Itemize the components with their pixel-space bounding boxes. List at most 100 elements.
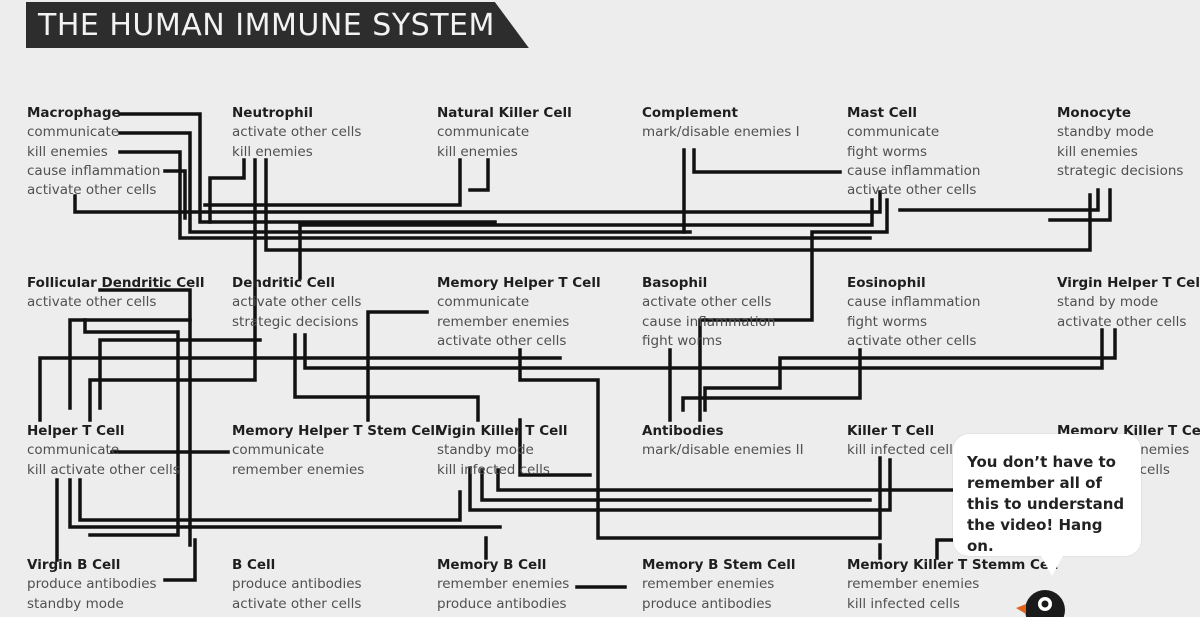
wire [68, 478, 502, 529]
speech-bubble: You don’t have to remember all of this t… [953, 434, 1141, 556]
cell-function: activate other cells [847, 182, 977, 199]
cell-function: strategic decisions [232, 313, 359, 330]
wire [163, 169, 187, 220]
wire [518, 418, 592, 477]
cell-mast: Mast Cell communicate fight worms cause … [847, 104, 980, 200]
cell-name: Vigin Killer T Cell [437, 423, 568, 439]
cell-name: Memory Helper T Cell [437, 275, 601, 291]
wire [118, 150, 872, 240]
cell-function: activate other cells [437, 332, 567, 349]
cell-function: kill enemies [1057, 143, 1138, 160]
bird-mascot-icon [1016, 590, 1065, 617]
wire [118, 112, 497, 224]
cell-natural-killer: Natural Killer Cell communicate kill ene… [437, 104, 572, 162]
cell-function: produce antibodies [27, 576, 157, 593]
cell-function: kill activate other cells [27, 461, 180, 478]
cell-macrophage: Macrophage communicate kill enemies caus… [27, 104, 160, 200]
wire [118, 131, 692, 234]
wire [163, 538, 197, 582]
cell-memory-helper-t-stem: Memory Helper T Stem Cell communicate re… [232, 422, 440, 480]
wire [703, 328, 1117, 412]
wire [898, 188, 1100, 212]
cell-function: produce antibodies [437, 595, 567, 612]
cell-function: communicate [232, 442, 325, 459]
cell-function: kill infected cells [437, 461, 550, 478]
cell-function: activate other cells [27, 182, 157, 199]
cell-name: Memory Helper T Stem Cell [232, 423, 440, 439]
wire [203, 158, 462, 207]
cell-name: Dendritic Cell [232, 275, 336, 291]
wire [1048, 188, 1112, 222]
cell-name: Helper T Cell [27, 423, 125, 439]
cell-function: communicate [437, 294, 530, 311]
cell-name: Basophil [642, 275, 708, 291]
cell-function: cause inflammation [847, 294, 981, 311]
cell-function: activate other cells [232, 595, 362, 612]
cell-virgin-b: Virgin B Cell produce antibodies standby… [27, 556, 157, 614]
cell-virgin-killer-t: Vigin Killer T Cell standby mode kill in… [437, 422, 568, 480]
cell-complement: Complement mark/disable enemies I [642, 104, 800, 143]
wire [98, 288, 192, 547]
cell-dendritic: Dendritic Cell activate other cells stra… [232, 274, 361, 332]
wire [303, 328, 1104, 370]
cell-memory-helper-t: Memory Helper T Cell communicate remembe… [437, 274, 601, 351]
cell-function: remember enemies [437, 576, 570, 593]
cell-function: produce antibodies [232, 576, 362, 593]
wire [293, 333, 480, 422]
cell-function: remember enemies [642, 576, 775, 593]
cell-function: activate other cells [232, 124, 362, 141]
wire [518, 348, 882, 540]
title-banner: THE HUMAN IMMUNE SYSTEM [26, 2, 529, 48]
bubble-line: this to understand [967, 495, 1125, 513]
cell-function: cause inflammation [642, 313, 776, 330]
speech-bubble-tail [1040, 554, 1064, 576]
cell-memory-b: Memory B Cell remember enemies produce a… [437, 556, 569, 614]
cell-name: Neutrophil [232, 105, 313, 121]
bubble-line: remember all of [967, 474, 1102, 492]
cell-name: Memory B Stem Cell [642, 557, 796, 573]
wire [468, 458, 892, 512]
wire [73, 190, 882, 214]
cell-function: activate other cells [27, 294, 157, 311]
cell-function: fight worms [847, 313, 928, 330]
cell-killer-t: Killer T Cell kill infected cells [847, 422, 960, 461]
cell-function: communicate [27, 442, 120, 459]
cell-name: Virgin Helper T Cell [1057, 275, 1200, 291]
wire [208, 158, 246, 224]
cell-function: cause inflammation [847, 162, 981, 179]
cell-function: remember enemies [847, 576, 980, 593]
cell-name: Mast Cell [847, 105, 918, 121]
cell-function: standby mode [437, 442, 534, 459]
cell-function: kill infected cells [847, 442, 960, 459]
cell-name: Antibodies [642, 423, 724, 439]
cell-function: kill enemies [27, 143, 108, 160]
cell-basophil: Basophil activate other cells cause infl… [642, 274, 775, 351]
cell-function: communicate [27, 124, 120, 141]
cell-function: stand by mode [1057, 294, 1159, 311]
cell-helper-t: Helper T Cell communicate kill activate … [27, 422, 180, 480]
wire [98, 338, 262, 410]
cell-virgin-helper-t: Virgin Helper T Cell stand by mode activ… [1057, 274, 1200, 332]
cell-name: Memory Killer T Stemm Cell [847, 557, 1059, 573]
wire [38, 356, 562, 422]
cell-name: Virgin B Cell [27, 557, 121, 573]
wire [298, 198, 874, 280]
wire [78, 478, 462, 522]
wire [681, 348, 862, 412]
cell-function: activate other cells [1057, 313, 1187, 330]
wire [468, 158, 490, 192]
cell-function: communicate [437, 124, 530, 141]
wire [480, 468, 872, 502]
bubble-line: the video! Hang on. [967, 516, 1103, 555]
cell-b: B Cell produce antibodies activate other… [232, 556, 362, 614]
wire [88, 158, 257, 422]
wire [68, 318, 192, 410]
cell-memory-killer-t-stem: Memory Killer T Stemm Cell remember enem… [847, 556, 1058, 614]
wire [692, 148, 842, 174]
cell-eosinophil: Eosinophil cause inflammation fight worm… [847, 274, 980, 351]
cell-name: Killer T Cell [847, 423, 935, 439]
cell-follicular-dendritic: Follicular Dendritic Cell activate other… [27, 274, 205, 313]
cell-name: B Cell [232, 557, 276, 573]
cell-function: mark/disable enemies I [642, 124, 800, 141]
